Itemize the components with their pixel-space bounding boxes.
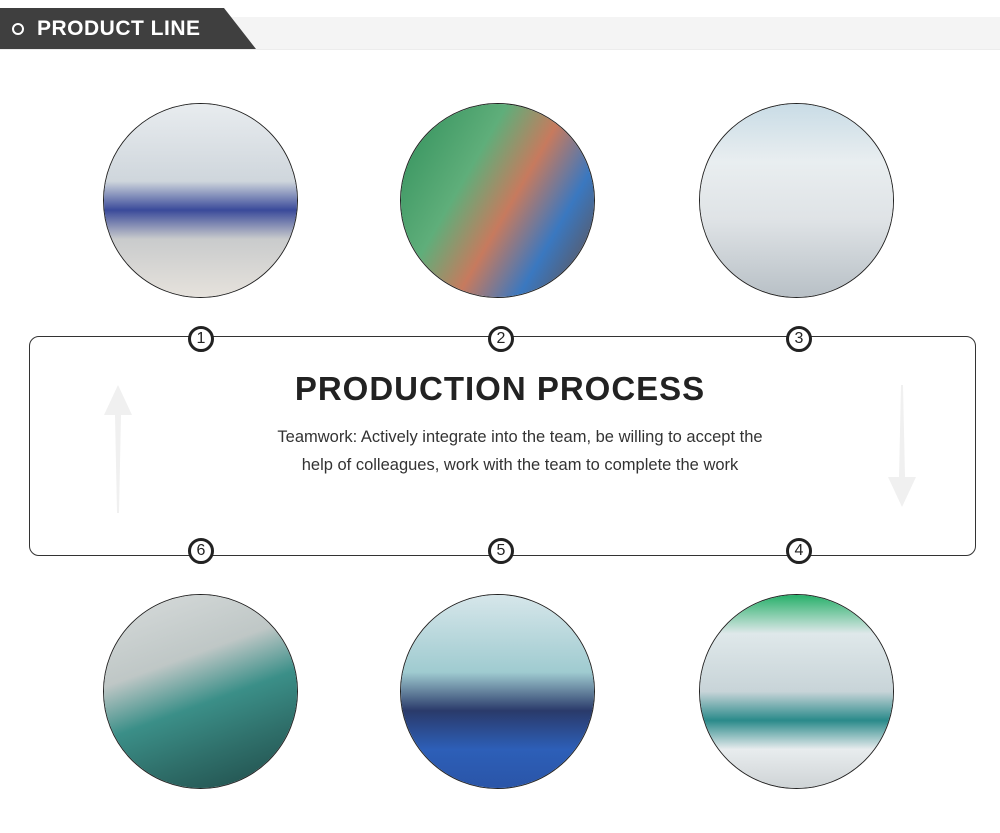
circle-icon <box>12 23 24 35</box>
arrow-up-icon <box>104 385 132 513</box>
photo-testing-station <box>699 594 894 789</box>
photo-factory-floor <box>103 103 298 298</box>
process-description: Teamwork: Actively integrate into the te… <box>277 428 763 474</box>
step-badge-3: 3 <box>786 326 812 352</box>
process-title: PRODUCTION PROCESS <box>294 370 706 407</box>
step-badge-5: 5 <box>488 538 514 564</box>
step-badge-6: 6 <box>188 538 214 564</box>
photo-assembly-line <box>400 594 595 789</box>
photo-smt-machine <box>699 103 894 298</box>
photo-inspection-machine <box>103 594 298 789</box>
step-badge-1: 1 <box>188 326 214 352</box>
header-tab <box>0 8 256 49</box>
step-badge-2: 2 <box>488 326 514 352</box>
photo-pcb-assembly <box>400 103 595 298</box>
section-title: PRODUCT LINE <box>37 17 201 40</box>
step-badge-4: 4 <box>786 538 812 564</box>
arrow-down-icon <box>888 385 916 507</box>
